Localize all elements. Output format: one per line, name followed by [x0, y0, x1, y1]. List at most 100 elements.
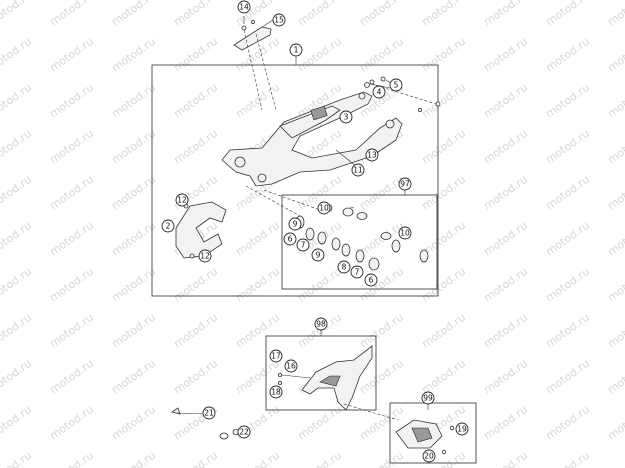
watermark-text: motod.ru — [295, 449, 344, 468]
svg-text:98: 98 — [316, 320, 326, 329]
callout-10-right[interactable]: 10 — [398, 226, 412, 240]
watermark-text: motod.ru — [109, 449, 158, 468]
callout-7[interactable]: 7 — [296, 238, 310, 252]
callout-13[interactable]: 13 — [365, 148, 379, 162]
chain-slider — [395, 419, 455, 455]
svg-text:9: 9 — [316, 251, 321, 260]
callout-12[interactable]: 12 — [175, 193, 189, 207]
watermark-text: motod.ru — [605, 219, 625, 259]
watermark-text: motod.ru — [0, 449, 34, 468]
watermark-text: motod.ru — [109, 127, 158, 167]
watermark-text: motod.ru — [605, 35, 625, 75]
callout-98[interactable]: 98 — [314, 317, 328, 331]
watermark-text: motod.ru — [0, 357, 34, 397]
callout-14[interactable]: 14 — [237, 0, 251, 14]
callout-17[interactable]: 17 — [269, 349, 283, 363]
watermark-text: motod.ru — [47, 357, 96, 397]
watermark-text: motod.ru — [605, 357, 625, 397]
svg-text:8: 8 — [342, 263, 347, 272]
watermark-text: motod.ru — [47, 265, 96, 305]
callout-9-lower[interactable]: 9 — [311, 248, 325, 262]
callout-7-lower[interactable]: 7 — [350, 265, 364, 279]
watermark-text: motod.ru — [605, 449, 625, 468]
svg-text:21: 21 — [204, 409, 214, 418]
watermark-text: motod.ru — [0, 173, 34, 213]
watermark-text: motod.ru — [109, 0, 158, 28]
watermark-text: motod.ru — [233, 81, 282, 121]
callout-5[interactable]: 5 — [389, 78, 403, 92]
watermark-text: motod.ru — [481, 81, 530, 121]
watermark-text: motod.ru — [419, 35, 468, 75]
watermark-text: motod.ru — [481, 35, 530, 75]
callout-20[interactable]: 20 — [422, 449, 436, 463]
watermark-text: motod.ru — [481, 219, 530, 259]
chain-guard — [175, 200, 227, 259]
watermark-text: motod.ru — [109, 81, 158, 121]
watermark-text: motod.ru — [171, 265, 220, 305]
watermark-text: motod.ru — [109, 357, 158, 397]
watermark-text: motod.ru — [171, 35, 220, 75]
svg-text:17: 17 — [271, 352, 281, 361]
callout-8[interactable]: 8 — [337, 260, 351, 274]
watermark-text: motod.ru — [47, 173, 96, 213]
callout-9[interactable]: 9 — [288, 217, 302, 231]
watermark-text: motod.ru — [0, 219, 34, 259]
callout-3[interactable]: 3 — [339, 110, 353, 124]
watermark-text: motod.ru — [109, 311, 158, 351]
watermark-text: motod.ru — [0, 127, 34, 167]
watermark-text: motod.ru — [481, 311, 530, 351]
callout-2[interactable]: 2 — [161, 219, 175, 233]
svg-text:9: 9 — [293, 220, 298, 229]
callout-21[interactable]: 21 — [202, 406, 216, 420]
watermark-text: motod.ru — [171, 127, 220, 167]
callout-6-lower[interactable]: 6 — [364, 273, 378, 287]
watermark-text: motod.ru — [543, 265, 592, 305]
watermark-text: motod.ru — [481, 127, 530, 167]
svg-text:10: 10 — [319, 204, 329, 213]
watermark-text: motod.ru — [357, 173, 406, 213]
loose-parts — [171, 407, 240, 440]
watermark-text: motod.ru — [0, 311, 34, 351]
watermark-text: motod.ru — [419, 265, 468, 305]
svg-text:10: 10 — [400, 229, 410, 238]
watermark-text: motod.ru — [0, 403, 34, 443]
watermark-text: motod.ru — [357, 449, 406, 468]
watermark-text: motod.ru — [605, 127, 625, 167]
watermark-text: motod.ru — [543, 35, 592, 75]
watermark-text: motod.ru — [171, 357, 220, 397]
callout-15[interactable]: 15 — [272, 13, 286, 27]
watermark-text: motod.ru — [481, 357, 530, 397]
watermark-text: motod.ru — [543, 0, 592, 28]
watermark-text: motod.ru — [605, 265, 625, 305]
callout-4[interactable]: 4 — [372, 85, 386, 99]
svg-text:19: 19 — [457, 425, 467, 434]
watermark-text: motod.ru — [47, 81, 96, 121]
watermark-text: motod.ru — [47, 0, 96, 28]
watermark-text: motod.ru — [419, 0, 468, 28]
callout-6[interactable]: 6 — [283, 232, 297, 246]
callout-18[interactable]: 18 — [269, 385, 283, 399]
callout-1[interactable]: 1 — [289, 43, 303, 57]
watermark-text: motod.ru — [47, 311, 96, 351]
chain-guide-upper — [233, 16, 277, 111]
callout-10[interactable]: 10 — [317, 201, 331, 215]
svg-text:20: 20 — [424, 452, 434, 461]
callout-97[interactable]: 97 — [398, 177, 412, 191]
callout-11[interactable]: 11 — [351, 163, 365, 177]
callout-12-lower[interactable]: 12 — [198, 249, 212, 263]
callout-22[interactable]: 22 — [237, 425, 251, 439]
watermark-text: motod.ru — [543, 449, 592, 468]
callout-16[interactable]: 16 — [284, 359, 298, 373]
callout-99[interactable]: 99 — [421, 391, 435, 405]
svg-text:14: 14 — [239, 3, 249, 12]
watermark-text: motod.ru — [233, 265, 282, 305]
watermark-text: motod.ru — [233, 219, 282, 259]
watermark-text: motod.ru — [233, 311, 282, 351]
callout-19[interactable]: 19 — [455, 422, 469, 436]
watermark-text: motod.ru — [0, 265, 34, 305]
watermark-text: motod.ru — [419, 357, 468, 397]
watermark-text: motod.ru — [481, 173, 530, 213]
svg-text:4: 4 — [377, 88, 382, 97]
watermark-text: motod.ru — [543, 403, 592, 443]
watermark-text: motod.ru — [47, 219, 96, 259]
